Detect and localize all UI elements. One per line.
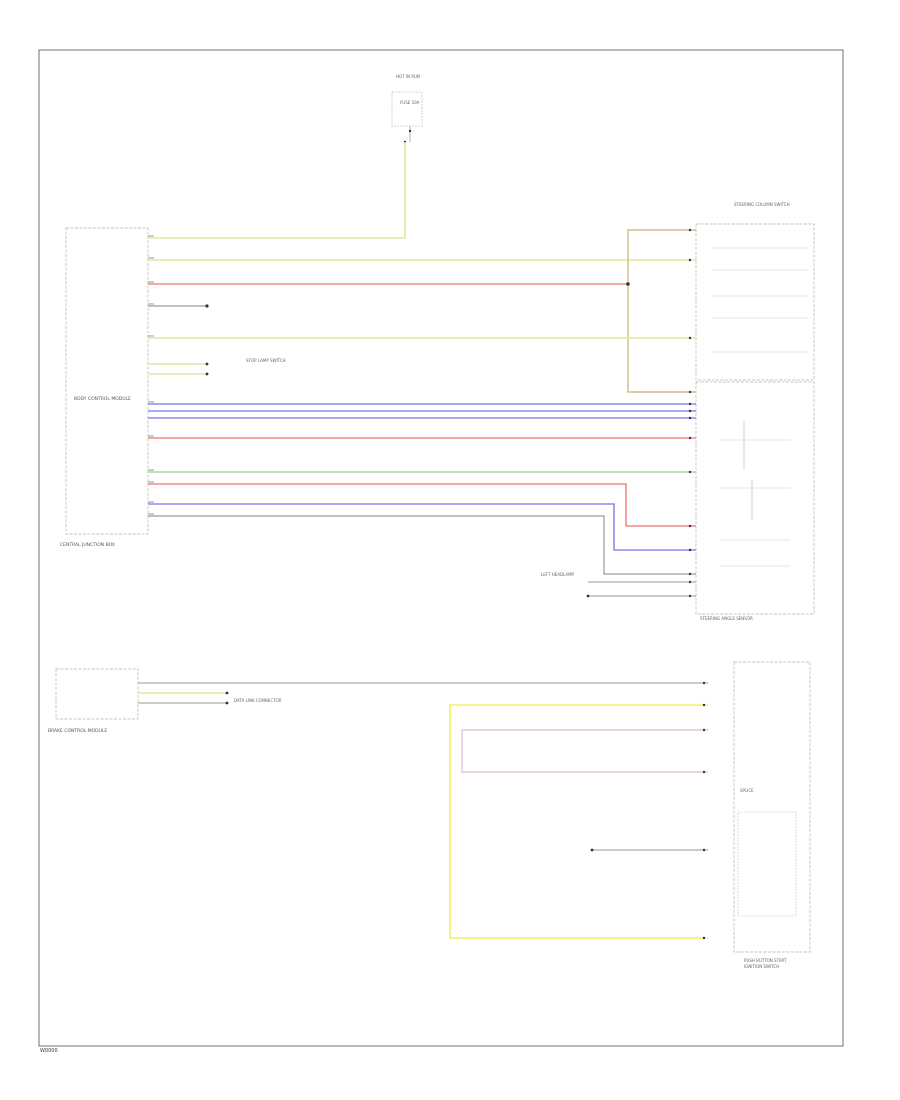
right-pins: [688, 228, 706, 940]
wire-tan-loop: [627, 229, 696, 393]
push-button-label: PUSH BUTTON START: [744, 958, 787, 963]
push-button-start: PUSH BUTTON START IGNITION SWITCH SPLICE: [733, 661, 811, 969]
wire-blue-504: [148, 503, 696, 551]
bcm-pins: [148, 235, 154, 515]
splice-dot: [626, 282, 630, 286]
wire-pink-loop: [461, 729, 708, 773]
wire-top-feed: [148, 142, 406, 239]
wire-bright-yellow-loop: [449, 704, 708, 939]
wire-gray-516: [148, 515, 696, 575]
bcm-label: BODY CONTROL MODULE: [74, 396, 131, 402]
top-power-source: HOT IN RUN FUSE 10A: [391, 74, 423, 144]
steering-sensor-box: [695, 381, 815, 615]
fuse-terminal: [408, 129, 412, 133]
top-source-label: HOT IN RUN: [396, 74, 420, 79]
push-button-box: [733, 661, 811, 953]
body-control-module: BODY CONTROL MODULE CENTRAL JUNCTION BOX: [60, 227, 149, 548]
steering-switch-label: STEERING COLUMN SWITCH: [734, 202, 790, 207]
top-fuse-label: FUSE 10A: [400, 100, 420, 105]
ignition-switch-label: IGNITION SWITCH: [744, 964, 779, 969]
steering-column-switch: STEERING COLUMN SWITCH: [695, 202, 815, 381]
steering-switch-box: [695, 223, 815, 381]
dlc-label: DATA LINK CONNECTOR: [234, 698, 282, 703]
bcm-sub-label: CENTRAL JUNCTION BOX: [60, 542, 115, 548]
fuse-box: [391, 91, 423, 127]
brake-control-module: BRAKE CONTROL MODULE: [48, 668, 139, 734]
stop-lamp-label: STOP LAMP SWITCH: [246, 358, 286, 363]
ignition-sub-label: SPLICE: [740, 788, 754, 793]
ignition-switch-box: [737, 811, 797, 917]
wire-red-484: [148, 483, 696, 527]
bcm-box: [65, 227, 149, 535]
brake-module-box: [55, 668, 139, 720]
steering-sensor-label: STEERING ANGLE SENSOR: [700, 616, 753, 621]
steering-angle-sensor: STEERING ANGLE SENSOR: [695, 381, 815, 621]
footer-code: W0000: [40, 1048, 58, 1054]
brake-module-label: BRAKE CONTROL MODULE: [48, 728, 107, 734]
diagram-frame: [38, 49, 844, 1047]
left-headlamp-label: LEFT HEADLAMP: [541, 572, 575, 577]
